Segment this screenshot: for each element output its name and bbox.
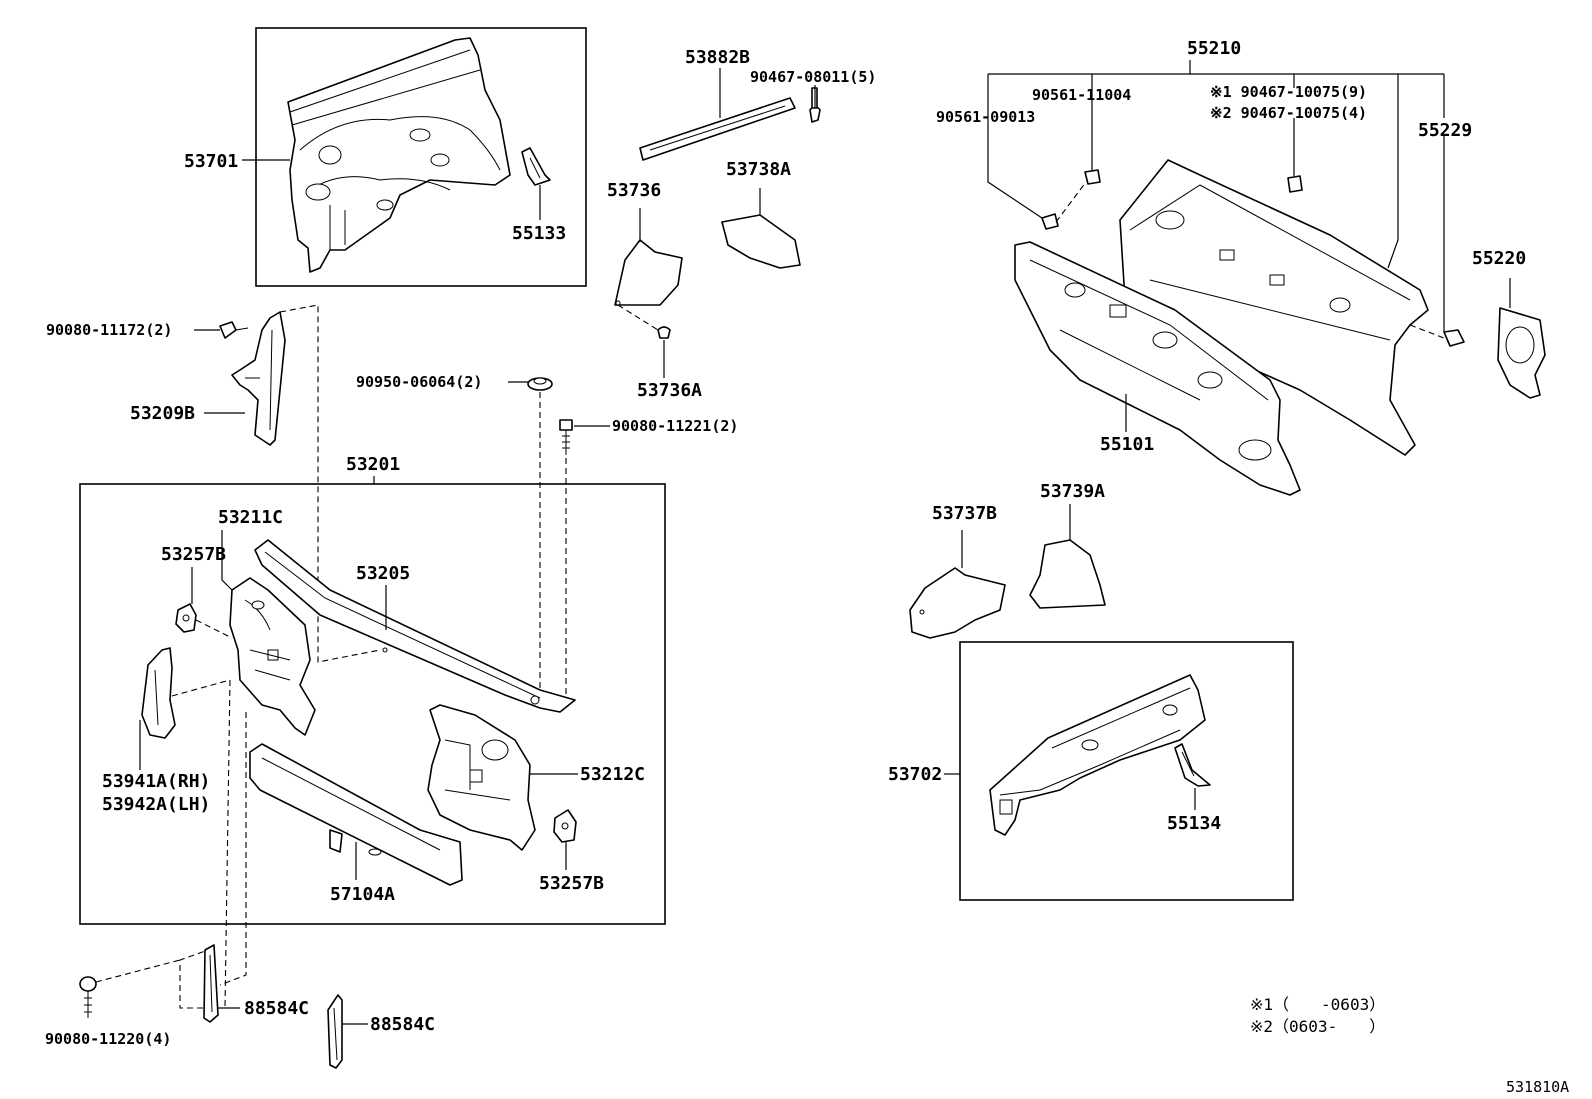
label-53739A: 53739A: [1040, 481, 1105, 502]
label-90467-08011: 90467-08011(5): [750, 68, 876, 86]
part-53737B-pad: [909, 567, 1006, 639]
label-55220: 55220: [1472, 248, 1526, 269]
part-55220-duct: [1497, 307, 1546, 399]
label-53702: 53702: [888, 764, 942, 785]
part-53212C-side-support: [427, 704, 536, 851]
part-88584C-upper: [203, 944, 219, 1023]
note-2: ※2（0603- ）: [1250, 1017, 1385, 1036]
part-55210-insulator: [1119, 159, 1429, 456]
inset-box-53702: [959, 641, 1294, 901]
bolt-90080-11221: [559, 419, 573, 455]
part-53736-pad: [614, 239, 683, 306]
label-90080-11172: 90080-11172(2): [46, 321, 172, 339]
label-53701: 53701: [184, 151, 238, 172]
part-53205-upper-support: [254, 539, 576, 713]
label-53882B: 53882B: [685, 47, 750, 68]
part-53702-cowl-side: [989, 674, 1206, 836]
part-53257B-clip-left: [175, 603, 197, 633]
part-53209B-bracket: [231, 311, 286, 446]
label-90467-10075-9: ※1 90467-10075(9): [1210, 83, 1367, 101]
part-53941A-53942A-bracket: [141, 647, 176, 739]
note-1: ※1（ -0603）: [1250, 995, 1385, 1014]
part-53739A-pad: [1029, 539, 1106, 609]
label-53737B: 53737B: [932, 503, 997, 524]
label-90950-06064: 90950-06064(2): [356, 373, 482, 391]
label-55134: 55134: [1167, 813, 1221, 834]
assembly-box-53201: [79, 483, 666, 925]
label-55133: 55133: [512, 223, 566, 244]
bolt-90080-11220: [79, 976, 97, 1018]
label-53212C: 53212C: [580, 764, 645, 785]
grommet-90950-06064: [527, 377, 553, 391]
part-53257B-clip-right: [553, 809, 577, 843]
part-53738A-pad: [721, 214, 801, 269]
label-55229: 55229: [1418, 120, 1472, 141]
label-55101: 55101: [1100, 434, 1154, 455]
bolt-90080-11172: [219, 321, 249, 339]
label-57104A: 57104A: [330, 884, 395, 905]
label-53205: 53205: [356, 563, 410, 584]
label-53209B: 53209B: [130, 403, 195, 424]
label-53736A: 53736A: [637, 380, 702, 401]
label-53257B-left: 53257B: [161, 544, 226, 565]
label-88584C-lower: 88584C: [370, 1014, 435, 1035]
label-90561-11004: 90561-11004: [1032, 86, 1131, 104]
label-90561-09013: 90561-09013: [936, 108, 1035, 126]
part-57104A-lower-support: [249, 743, 463, 886]
part-88584C-lower: [327, 994, 343, 1069]
inset-box-53701: [255, 27, 587, 287]
diagram-code: 531810A: [1506, 1078, 1569, 1096]
label-90467-10075-4: ※2 90467-10075(4): [1210, 104, 1367, 122]
part-55133-bracket: [521, 147, 551, 186]
label-53942A: 53942A(LH): [102, 794, 210, 815]
label-90080-11220: 90080-11220(4): [45, 1030, 171, 1048]
part-55134-bracket: [1174, 743, 1211, 787]
label-53941A: 53941A(RH): [102, 771, 210, 792]
part-55101-dash-panel: [1014, 241, 1301, 496]
part-53211C-side-support: [229, 577, 316, 736]
label-90080-11221: 90080-11221(2): [612, 417, 738, 435]
label-53211C: 53211C: [218, 507, 283, 528]
part-53882B-seal-strip: [639, 87, 821, 161]
label-55210: 55210: [1187, 38, 1241, 59]
label-53736: 53736: [607, 180, 661, 201]
label-53257B-right: 53257B: [539, 873, 604, 894]
label-53201: 53201: [346, 454, 400, 475]
part-53701-upper-panel: [287, 37, 511, 273]
label-53738A: 53738A: [726, 159, 791, 180]
label-88584C-upper: 88584C: [244, 998, 309, 1019]
